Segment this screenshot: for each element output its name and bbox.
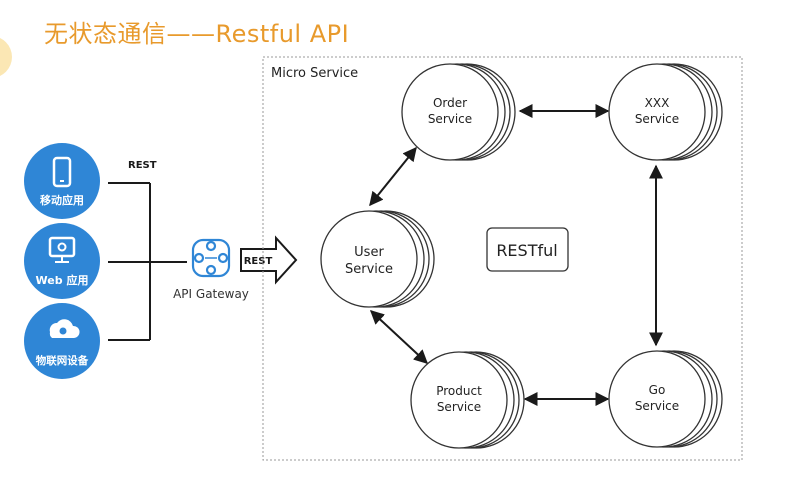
client-connectors	[108, 182, 187, 341]
service-order: Order Service	[401, 63, 516, 161]
restful-box: RESTful	[486, 227, 569, 272]
service-order-name: Order	[433, 96, 467, 110]
service-product-name: Product	[436, 384, 482, 398]
monitor-icon	[48, 236, 76, 263]
service-xxx-suffix: Service	[635, 112, 679, 126]
page-title: 无状态通信——Restful API	[44, 20, 350, 48]
client-mobile-app: 移动应用	[24, 143, 100, 219]
restful-label: RESTful	[496, 241, 557, 260]
client-label-iot: 物联网设备	[36, 354, 89, 367]
service-user: User Service	[320, 210, 435, 308]
service-product-suffix: Service	[437, 400, 481, 414]
service-go: Go Service	[608, 350, 723, 448]
client-label-web: Web 应用	[36, 273, 89, 287]
api-gateway-icon	[191, 238, 231, 278]
client-web-app: Web 应用	[24, 223, 100, 299]
cloud-gear-icon	[49, 319, 80, 338]
decorative-dot	[0, 36, 12, 78]
service-order-suffix: Service	[428, 112, 472, 126]
service-xxx: XXX Service	[608, 63, 723, 161]
service-xxx-name: XXX	[645, 96, 670, 110]
rest-arrow: REST	[240, 235, 298, 285]
service-go-name: Go	[649, 383, 666, 397]
client-iot-device: 物联网设备	[24, 303, 100, 379]
mobile-phone-icon	[52, 156, 72, 188]
service-user-suffix: Service	[345, 262, 393, 277]
api-gateway-label: API Gateway	[173, 287, 249, 301]
micro-service-boundary	[262, 56, 743, 461]
rest-arrow-label: REST	[244, 256, 273, 267]
service-connections	[369, 104, 663, 406]
service-user-name: User	[354, 245, 384, 260]
rest-label-clients: REST	[128, 160, 157, 171]
micro-service-label: Micro Service	[271, 66, 358, 81]
service-go-suffix: Service	[635, 399, 679, 413]
client-label-mobile: 移动应用	[40, 193, 84, 207]
service-product: Product Service	[410, 351, 525, 449]
